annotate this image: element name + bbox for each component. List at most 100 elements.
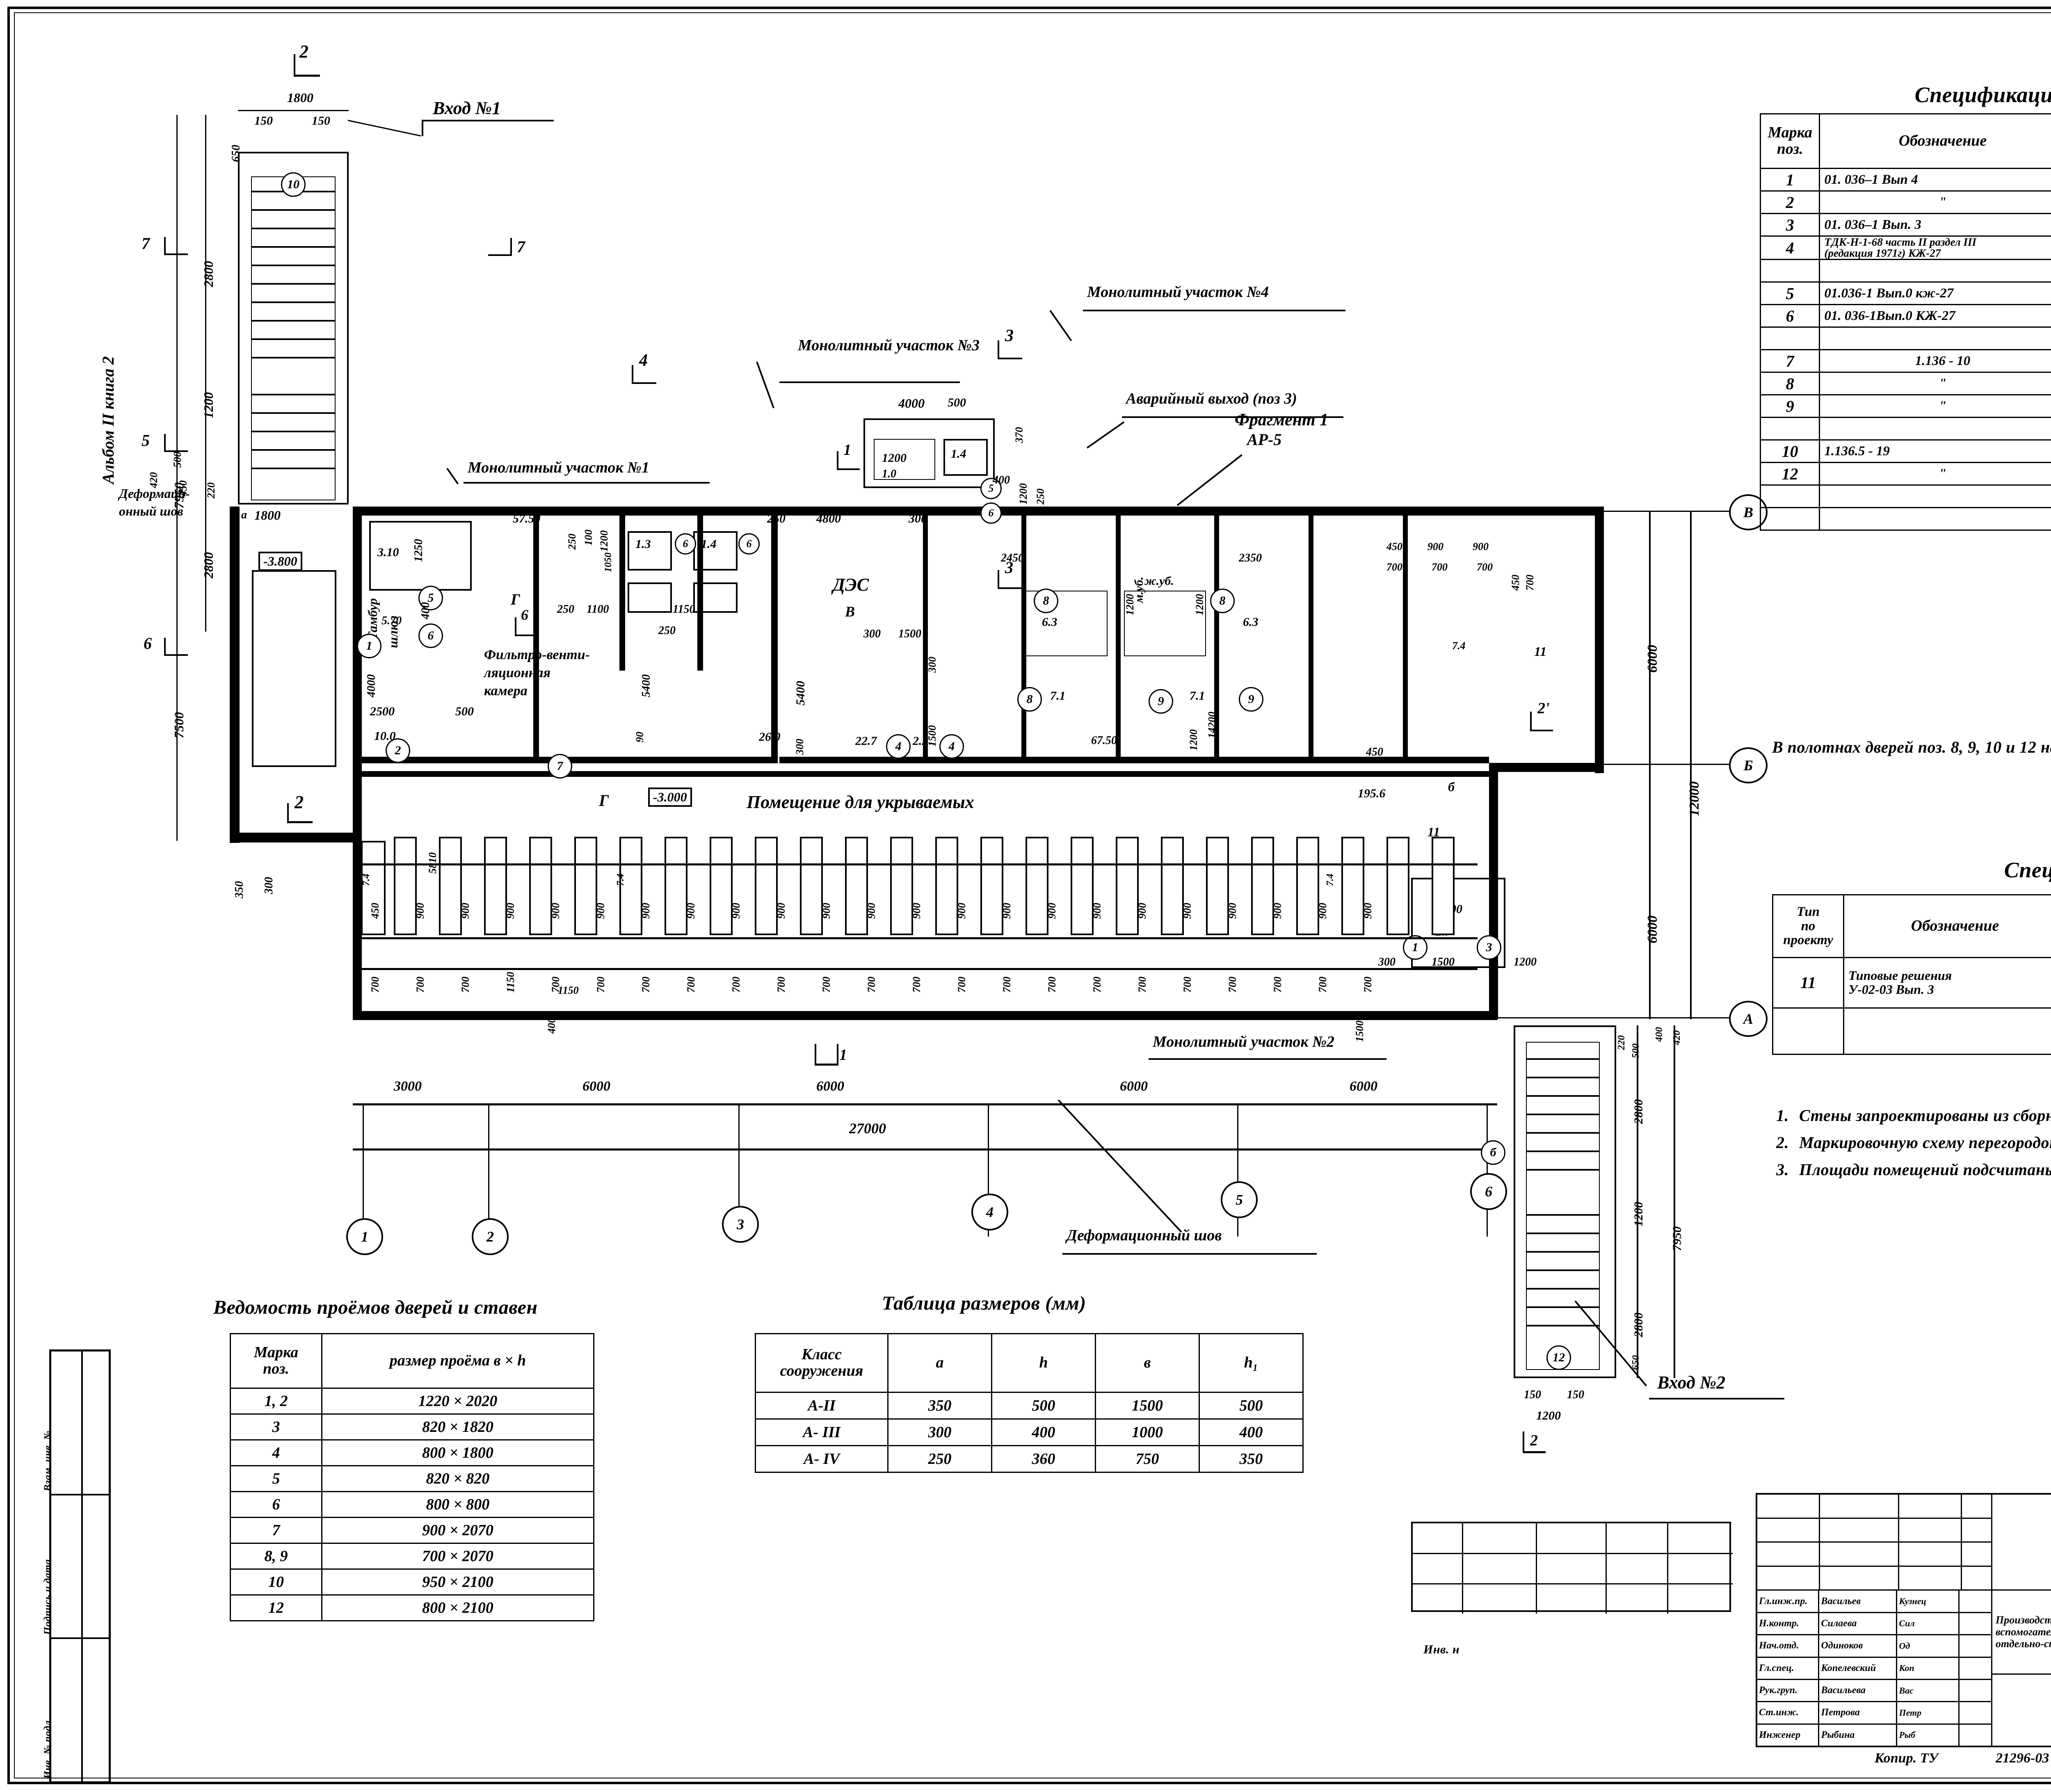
dim-left-2800a: 2800 xyxy=(201,261,216,287)
cell-designation: " xyxy=(1819,462,2051,486)
ds-cell-mark: 4 xyxy=(230,1439,322,1466)
signer-role: Н.контр. xyxy=(1757,1613,1820,1634)
dim-74c: 7.4 xyxy=(1325,874,1336,886)
door-tag-1-t2: 1 xyxy=(1403,935,1427,960)
st-cell-h: 360 xyxy=(991,1445,1096,1473)
section-mark-3-mid: 3 xyxy=(1005,558,1013,577)
margin-field-1: Подпись и дата xyxy=(42,1559,53,1635)
bunk-dim-900-12: 900 xyxy=(911,903,923,919)
bunk-dim-900-17: 900 xyxy=(1136,903,1148,919)
bunk-dim-900-16: 900 xyxy=(1091,903,1103,919)
bunk-dim-700-14: 700 xyxy=(956,977,968,993)
door-tag-4: 4 xyxy=(886,734,911,759)
table-row xyxy=(1759,417,2051,441)
cell-designation: ТДК-Н-1-68 часть II раздел III (редакция… xyxy=(1819,235,2051,260)
dim-1200-t2: 1200 xyxy=(1514,956,1537,968)
bunk-dim-900-19: 900 xyxy=(1226,903,1238,919)
section-mark-6-mid: 6 xyxy=(521,607,528,623)
fv-camera-l2: ляционная xyxy=(484,665,551,680)
table-row: 3 820 × 1820 xyxy=(230,1413,594,1440)
bunk-dim-900-3: 900 xyxy=(505,903,516,919)
dim-900-r1: 900 xyxy=(1427,541,1443,552)
bunk-dim-900-1: 900 xyxy=(414,903,426,919)
dim-e2-150a: 150 xyxy=(1524,1388,1541,1401)
section-mark-7-left: 7 xyxy=(142,234,150,253)
dim-300-t2: 300 xyxy=(1378,956,1396,968)
dim-1100: 1100 xyxy=(587,603,609,616)
bunk-dim-700-19: 700 xyxy=(1181,977,1193,993)
cell-mark: 7 xyxy=(1759,349,1820,373)
dim-1500: 1500 xyxy=(898,628,921,640)
dim-700-r1: 700 xyxy=(1386,561,1402,573)
axis-bubble-1: 1 xyxy=(346,1218,383,1255)
signer-signature: Вас xyxy=(1897,1680,1960,1701)
bunk-dim-900-18: 900 xyxy=(1181,903,1193,919)
dim-r-500: 500 xyxy=(1631,1043,1641,1058)
st-cell-class: А- IV xyxy=(755,1445,888,1473)
area-63a: 6.3 xyxy=(1042,615,1057,629)
ds-cell-size: 820 × 820 xyxy=(321,1465,594,1492)
hdr-mark-l1: Марка xyxy=(1768,124,1812,142)
size-table: Класс сооружения а h в h₁ А-II 350 500 1… xyxy=(755,1333,1304,1473)
ds-cell-mark: 8, 9 xyxy=(230,1543,322,1570)
dim-1150: 1150 xyxy=(673,603,695,616)
axis-bubble-5: 5 xyxy=(1221,1181,1258,1218)
table-row: 5 01.036-1 Вып.0 кж-27 Ставень СУ - I - … xyxy=(1759,281,2051,305)
bunk-dim-700-20: 700 xyxy=(1226,977,1238,993)
eq-cell-type xyxy=(1772,1007,1844,1055)
cell-designation xyxy=(1819,484,2051,508)
table-row xyxy=(1759,259,2051,283)
wc-men xyxy=(1026,591,1108,656)
ds-cell-size: 800 × 2100 xyxy=(321,1594,594,1621)
dim-r-2800b: 2800 xyxy=(1632,1313,1645,1337)
bunk-dim-700-7: 700 xyxy=(640,977,652,993)
table-row: 11 Типовые решения У-02-03 Вып. 3 Сборно… xyxy=(1772,957,2051,1009)
section-mark-1-bottom: 1 xyxy=(839,1046,847,1064)
entrance1-shaft xyxy=(238,152,349,504)
cell-designation: 1.136.5 - 19 xyxy=(1819,439,2051,463)
tambour-box xyxy=(369,521,472,591)
expansion-joint-top-l1: Деформаци- xyxy=(119,486,190,501)
st-cell-h: 500 xyxy=(991,1392,1096,1420)
table-row: 7 1.136 - 10 Дверной блок ДГ- 21-9 1 xyxy=(1759,349,2051,373)
st-hdr-class-l1: Класс xyxy=(801,1346,842,1363)
vbay-dim-0: 6000 xyxy=(1645,645,1660,673)
bunk-dim-900-15: 900 xyxy=(1046,903,1058,919)
dim-2350: 2350 xyxy=(1239,552,1262,564)
dim-6750: 67.50 xyxy=(1091,734,1117,747)
ds-cell-mark: 7 xyxy=(230,1517,322,1544)
bunk-dim-700-2: 700 xyxy=(414,977,426,993)
axis-bubble-4: 4 xyxy=(971,1194,1008,1230)
entrance2-stairs xyxy=(1526,1042,1600,1370)
cell-designation xyxy=(1819,326,2051,350)
spec-elements-header: Марка поз. Обозначение Наименование Кол.… xyxy=(1759,113,2051,169)
signer-role: Ст.инж. xyxy=(1757,1702,1820,1724)
door-tag-b-e2: б xyxy=(1481,1140,1505,1165)
st-hdr-class-l2: сооружения xyxy=(780,1362,863,1379)
door-tag-10: 10 xyxy=(281,172,306,197)
vbay-dim-1: 6000 xyxy=(1645,915,1660,943)
door-tag-8c: 8 xyxy=(1210,589,1235,613)
table-row: 6 01. 036-1Вып.0 КЖ-27 СУ -IV -1 4 84,4 xyxy=(1759,304,2051,328)
section-mark-2-lower: 2 xyxy=(295,792,304,812)
cell-mark xyxy=(1759,259,1820,283)
table-row: 12 800 × 2100 xyxy=(230,1594,594,1621)
cell-mark: 6 xyxy=(1759,304,1820,328)
des-label: ДЭС xyxy=(833,575,869,595)
fragment1-sub: АР-5 xyxy=(1247,430,1282,449)
bunk-dim-700-3: 700 xyxy=(459,977,471,993)
bay-dim-3: 6000 xyxy=(1120,1079,1148,1094)
axis-bubble-2: 2 xyxy=(472,1218,509,1255)
area-fv-10: 10.0 xyxy=(374,729,396,743)
st-cell-class: А- III xyxy=(755,1418,888,1446)
inv-number-label: Инв. н xyxy=(1423,1643,1460,1656)
bunk-dim-900-22: 900 xyxy=(1362,903,1374,919)
st-cell-h: 400 xyxy=(991,1418,1096,1446)
general-note-num: 2. xyxy=(1776,1133,1789,1152)
cell-mark: 9 xyxy=(1759,394,1820,418)
door-tag-6b: 6 xyxy=(738,533,760,555)
dim-r-total: 7950 xyxy=(1670,1226,1684,1251)
bunk-dim-900-20: 900 xyxy=(1272,903,1284,919)
section-mark-3-top: 3 xyxy=(1005,326,1014,345)
bunk-dim-700-8: 700 xyxy=(685,977,697,993)
